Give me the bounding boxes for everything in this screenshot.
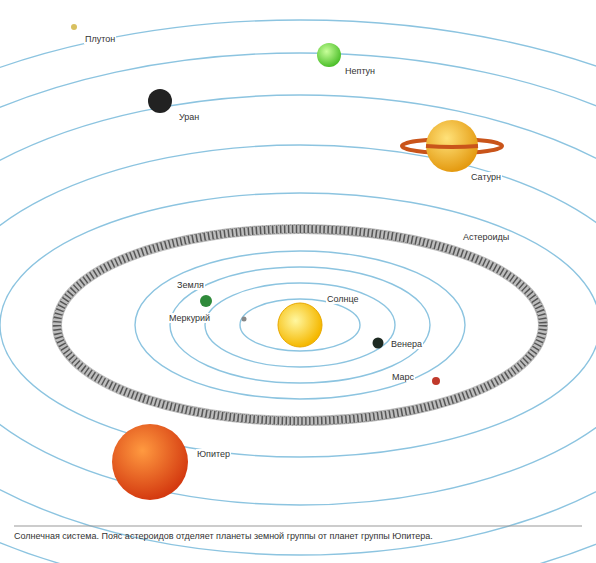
planet-label: Юпитер <box>196 449 231 459</box>
planet-label: Уран <box>178 112 200 122</box>
mars <box>432 377 440 385</box>
venus <box>373 338 384 349</box>
caption-rule <box>14 526 582 527</box>
planet-label: Венера <box>390 339 423 349</box>
asteroid-belt <box>53 225 547 425</box>
uranus <box>148 89 172 113</box>
planet-label: Нептун <box>344 66 376 76</box>
planet-label: Сатурн <box>470 172 502 182</box>
saturn <box>402 120 502 172</box>
jupiter <box>112 424 188 500</box>
planet-label: Астероиды <box>462 232 510 242</box>
planet-label: Плутон <box>84 34 116 44</box>
neptune <box>317 43 341 67</box>
planet-label: Земля <box>176 280 205 290</box>
sun <box>278 303 322 347</box>
mercury <box>242 317 247 322</box>
pluto <box>71 24 77 30</box>
planet-label: Меркурий <box>168 313 211 323</box>
planet-label: Марс <box>391 372 415 382</box>
earth <box>200 295 212 307</box>
figure-caption: Солнечная система. Пояс астероидов отдел… <box>14 531 582 543</box>
orbits <box>0 20 596 563</box>
planet-label: Солнце <box>326 294 360 304</box>
